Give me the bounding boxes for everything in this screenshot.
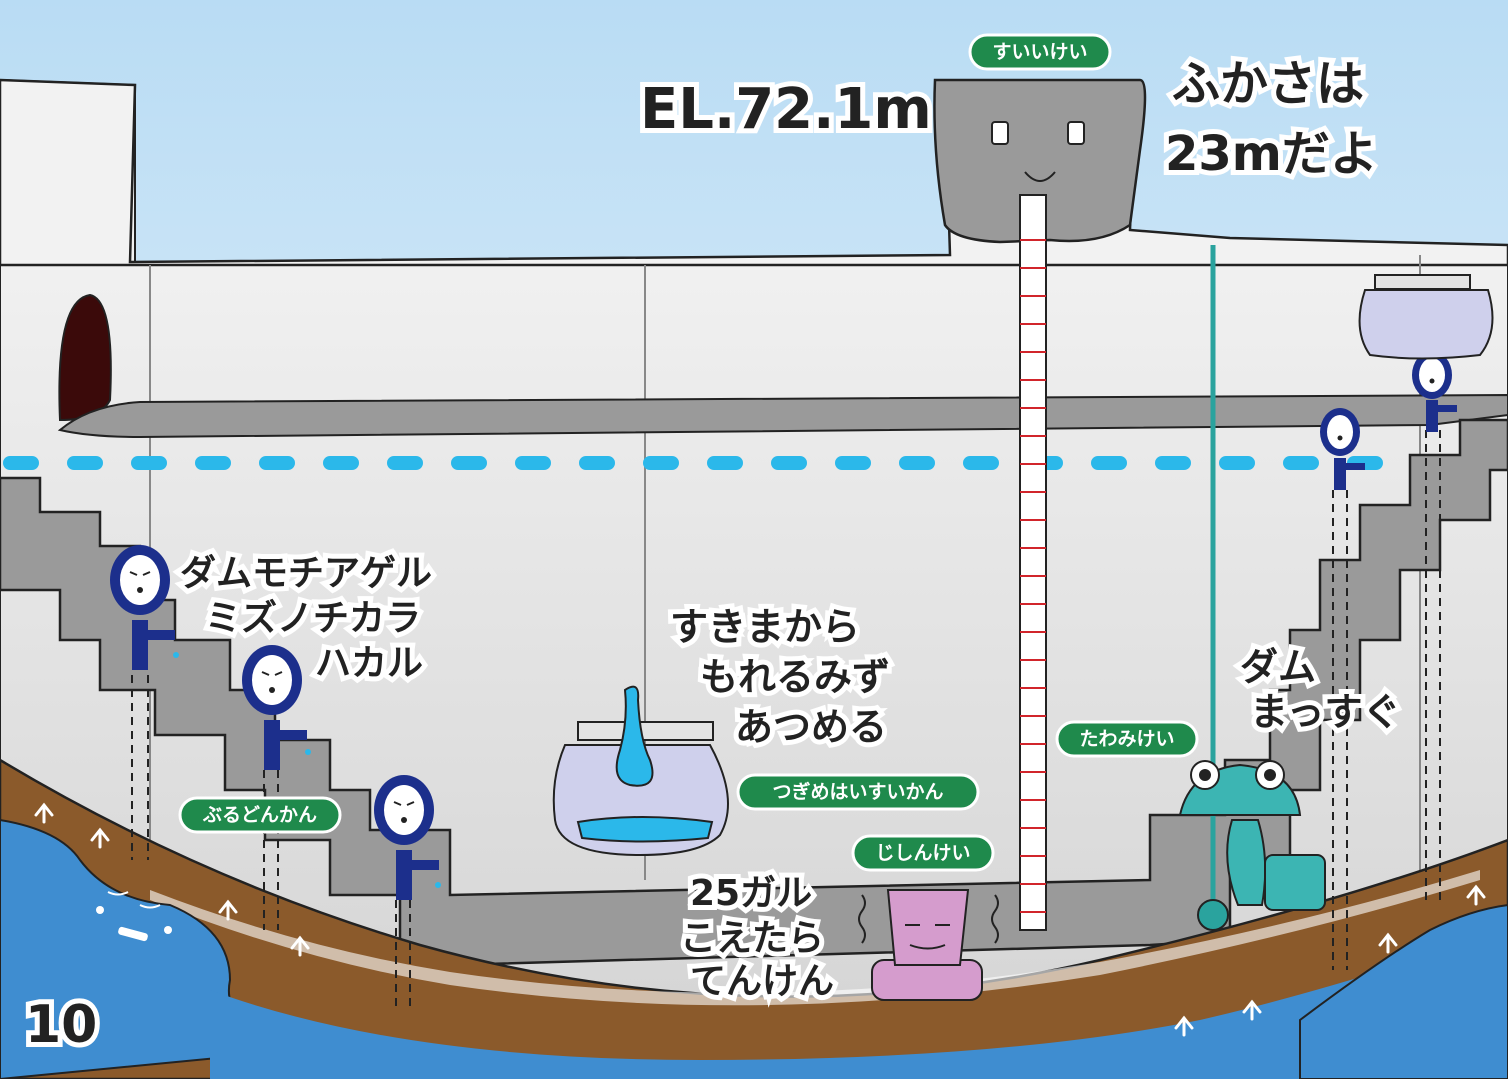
sign-joint-drain: つぎめはいすいかん <box>736 773 980 811</box>
sign-water-level-gauge-label: すいいけい <box>992 41 1087 63</box>
sign-water-level-gauge: すいいけい <box>968 33 1112 71</box>
seepage-text-line2: もれるみず <box>700 655 890 699</box>
groundwater-bottom <box>210 930 1508 1079</box>
quake-text-line1: 25ガル <box>690 873 812 914</box>
straight-text-line1: ダム <box>1240 645 1316 689</box>
quake-text-line2: こえたら <box>680 918 824 959</box>
sign-seismometer: じしんけい <box>851 834 995 872</box>
straight-text-line2: まっすぐ <box>1250 690 1400 734</box>
seismometer <box>858 889 999 1001</box>
gauge-figure-1 <box>110 545 179 670</box>
sign-seismometer-label: じしんけい <box>875 842 970 864</box>
gauge-figure-5 <box>1412 351 1457 432</box>
quake-text-line3: てんけん <box>690 961 834 1002</box>
bourdon-gauge-figures <box>110 351 1457 900</box>
frog-character <box>1178 760 1326 911</box>
depth-text-line1: ふかさは <box>1172 56 1364 112</box>
uplift-text-line1: ダムモチアゲル <box>180 553 432 594</box>
seepage-text-line3: あつめる <box>735 705 887 749</box>
depth-text-line2: 23mだよ <box>1165 126 1378 182</box>
upper-joint-drain <box>1358 274 1494 360</box>
uplift-text-line2: ミズノチカラ <box>205 597 421 639</box>
joint-drain <box>552 685 729 857</box>
groundwater-right <box>1299 903 1508 1080</box>
sign-plumb-line: たわみけい <box>1055 720 1199 758</box>
upper-gallery <box>57 393 1508 439</box>
sign-uplift-meter-label: ぶるどんかん <box>202 804 317 826</box>
uplift-pipes <box>131 430 1441 1010</box>
seepage-text-line1: すきまから <box>670 605 860 649</box>
sign-joint-drain-label: つぎめはいすいかん <box>772 780 943 803</box>
page-number: 10 <box>25 995 97 1055</box>
groundwater-character <box>96 891 172 942</box>
gauge-figure-2 <box>242 645 311 770</box>
sign-uplift-meter: ぶるどんかん <box>178 796 342 834</box>
elevation-text: EL.72.1m <box>640 77 932 142</box>
uplift-text-line3: ハカル <box>315 643 423 684</box>
gauge-figure-3 <box>374 775 441 900</box>
gauge-figure-4 <box>1320 408 1365 490</box>
uplift-arrows <box>34 802 1486 1037</box>
sign-plumb-line-label: たわみけい <box>1079 728 1174 750</box>
water-level-gauge <box>933 78 1147 931</box>
